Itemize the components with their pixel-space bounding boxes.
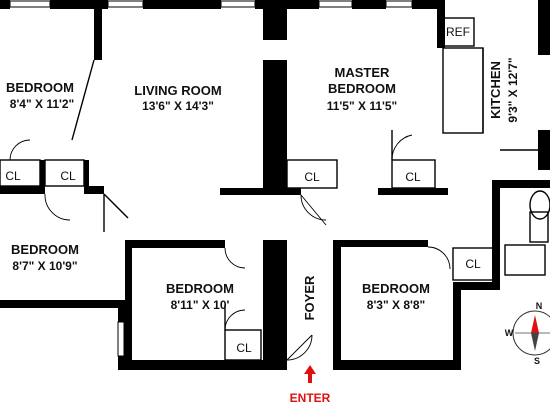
closet-label: CL bbox=[236, 341, 252, 355]
entry-label: ENTER bbox=[290, 391, 331, 405]
walls bbox=[0, 0, 550, 370]
room-dims: 8'4" X 11'2" bbox=[10, 97, 74, 111]
room-living: LIVING ROOM 13'6" X 14'3" bbox=[134, 83, 221, 113]
room-dims: 8'7" X 10'9" bbox=[12, 259, 77, 273]
entry-arrow-icon bbox=[304, 365, 316, 383]
closet-labels: CL CL CL CL CL CL bbox=[5, 169, 481, 355]
room-dims: 8'3" X 8'8" bbox=[367, 298, 425, 312]
closet-label: CL bbox=[5, 169, 21, 183]
entry-marker: ENTER bbox=[290, 365, 331, 405]
room-dims: 13'6" X 14'3" bbox=[142, 99, 214, 113]
ref-label: REF bbox=[446, 25, 470, 39]
room-name: LIVING ROOM bbox=[134, 83, 221, 98]
compass-w: W bbox=[505, 328, 514, 338]
room-name: FOYER bbox=[302, 275, 317, 320]
room-kitchen: KITCHEN 9'3" X 12'7" bbox=[488, 57, 520, 122]
room-name: BEDROOM bbox=[362, 281, 430, 296]
room-name: BEDROOM bbox=[11, 242, 79, 257]
room-name: BEDROOM bbox=[6, 80, 74, 95]
closet-label: CL bbox=[465, 257, 481, 271]
closet-label: CL bbox=[405, 170, 421, 184]
room-bedroom-w: BEDROOM 8'7" X 10'9" bbox=[11, 242, 79, 273]
compass-s: S bbox=[534, 356, 540, 366]
room-name-line1: MASTER bbox=[335, 65, 391, 80]
room-name-line2: BEDROOM bbox=[328, 81, 396, 96]
room-dims: 8'11" X 10' bbox=[171, 298, 230, 312]
room-bedroom-c: BEDROOM 8'11" X 10' bbox=[166, 281, 234, 312]
room-name: BEDROOM bbox=[166, 281, 234, 296]
room-dims: 9'3" X 12'7" bbox=[506, 57, 520, 122]
door-swings bbox=[9, 134, 451, 361]
room-foyer: FOYER bbox=[302, 275, 317, 320]
room-name: KITCHEN bbox=[488, 61, 503, 119]
compass-icon: N S W bbox=[505, 301, 550, 366]
closet-label: CL bbox=[60, 169, 76, 183]
partitions bbox=[0, 17, 550, 361]
room-bedroom-nw: BEDROOM 8'4" X 11'2" bbox=[6, 80, 74, 111]
room-bedroom-e: BEDROOM 8'3" X 8'8" bbox=[362, 281, 430, 312]
closet-label: CL bbox=[304, 170, 320, 184]
room-dims: 11'5" X 11'5" bbox=[327, 99, 397, 113]
compass-n: N bbox=[536, 301, 543, 311]
room-master: MASTER BEDROOM 11'5" X 11'5" bbox=[327, 65, 397, 113]
